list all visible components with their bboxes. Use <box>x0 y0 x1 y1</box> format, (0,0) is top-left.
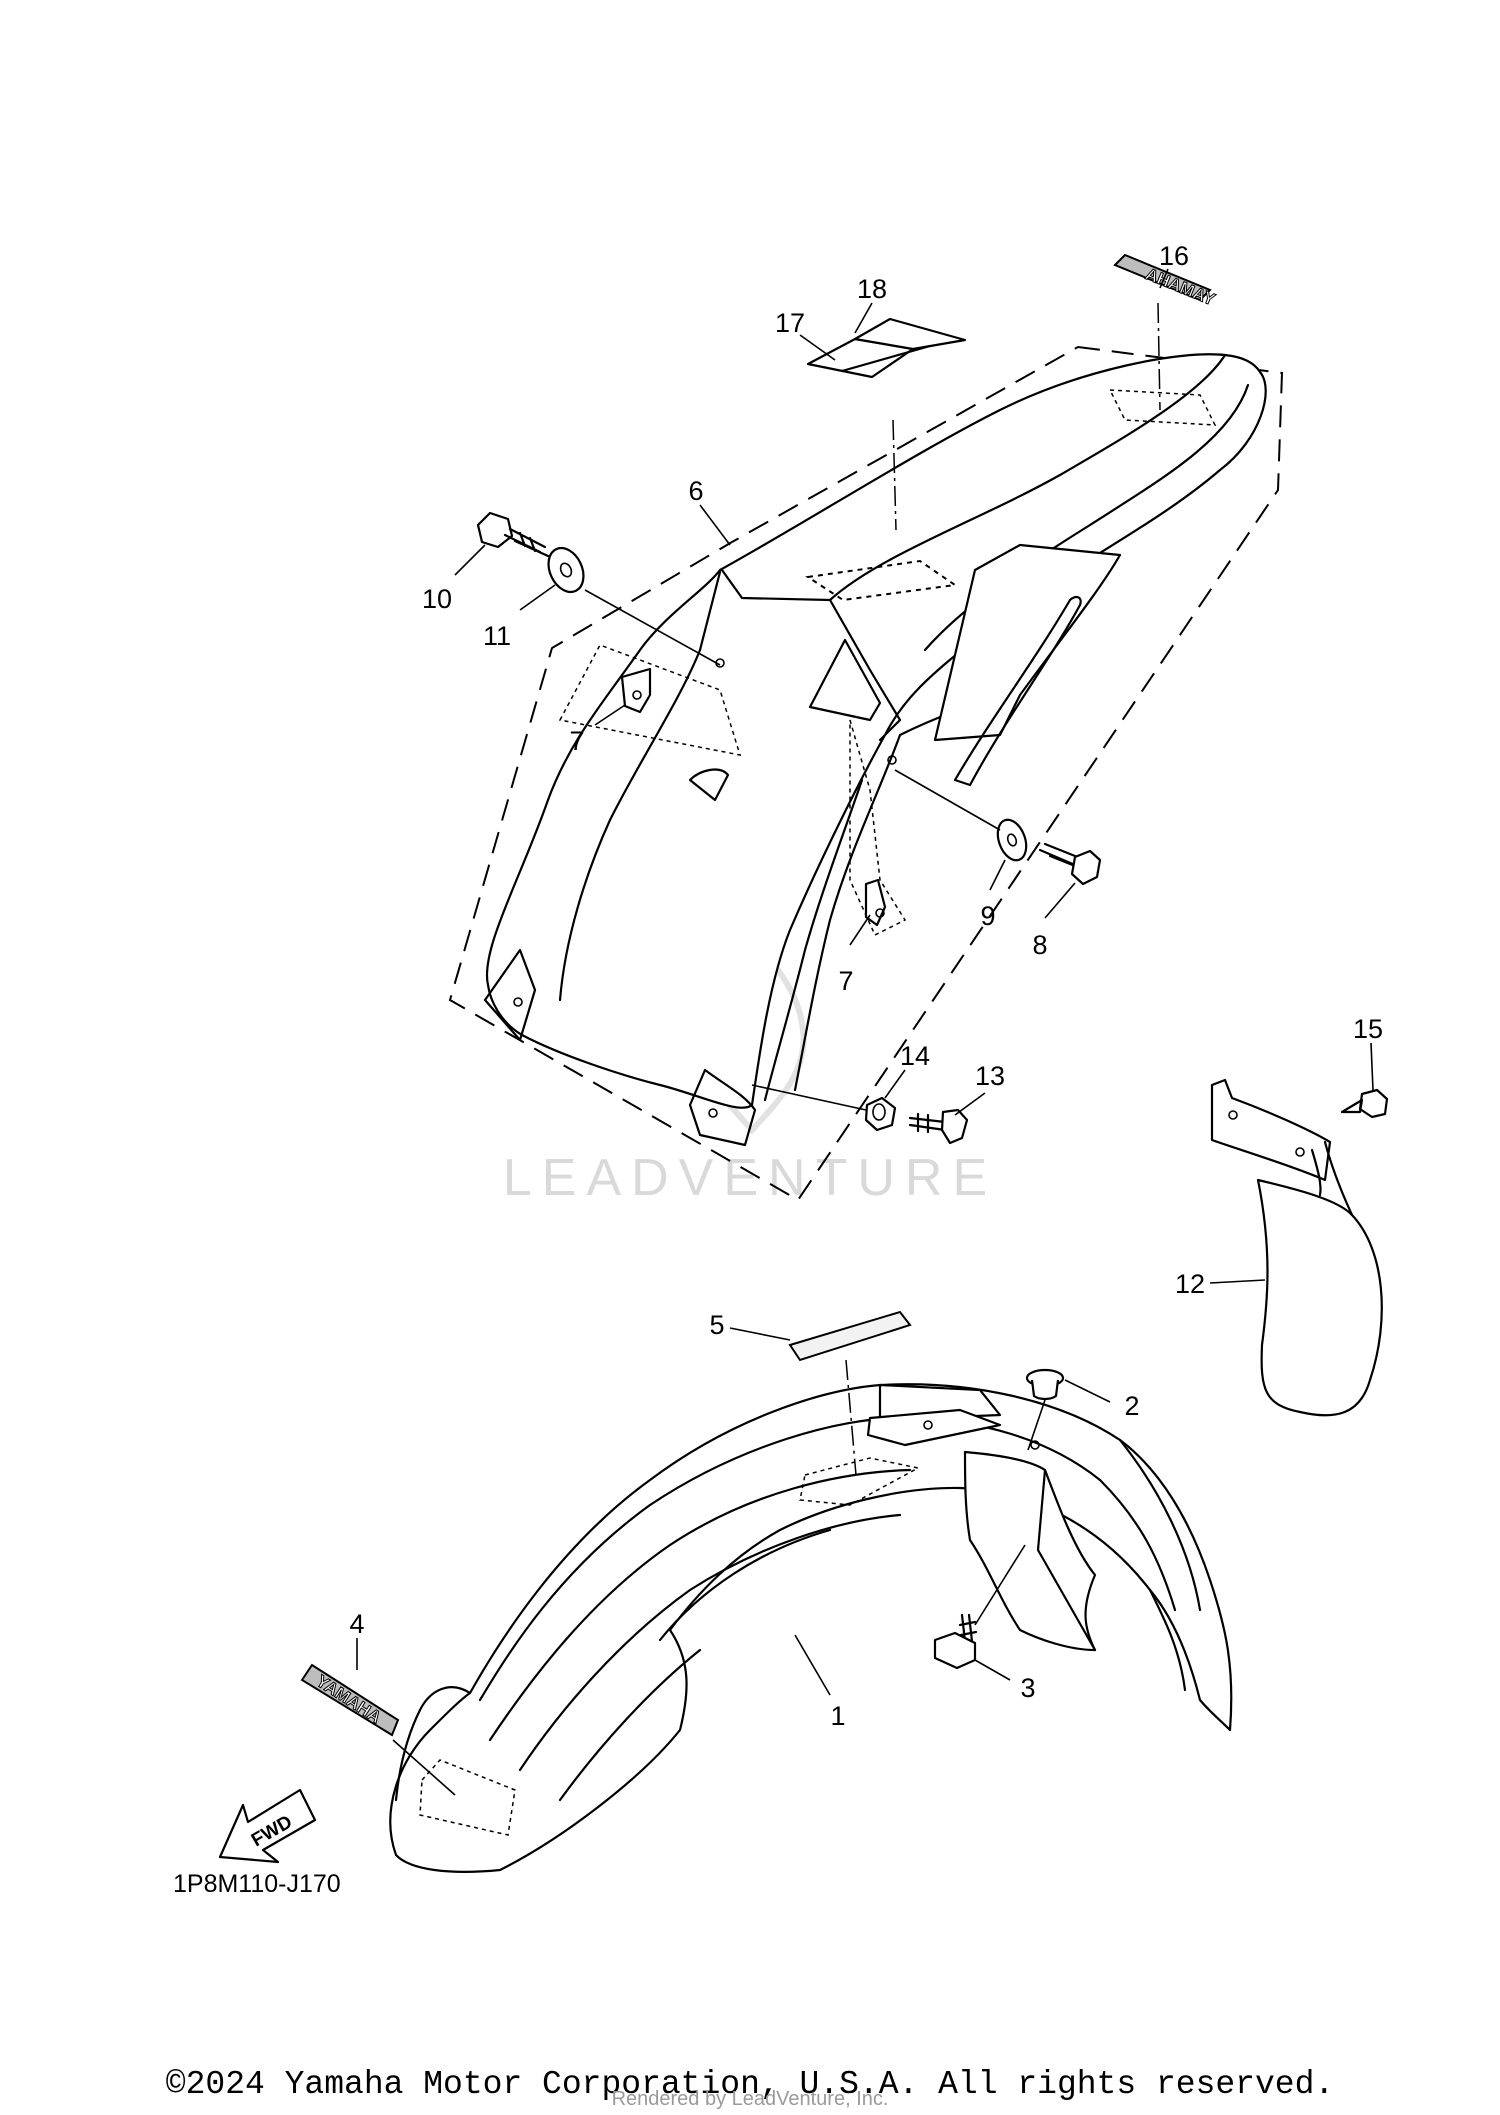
callout-12: 12 <box>1175 1269 1205 1299</box>
front-fender <box>389 1383 1233 1873</box>
seat-decal-outline <box>805 559 958 602</box>
callout-8: 8 <box>1032 930 1047 960</box>
rendered-by-notice: Rendered by LeadVenture, Inc. <box>611 2088 889 2110</box>
front-fender-body <box>389 1383 1233 1873</box>
callout-16: 16 <box>1159 241 1189 271</box>
callout-labels: 16 18 17 6 10 11 7 9 8 7 14 13 1 <box>349 241 1383 1731</box>
callout-15: 15 <box>1353 1014 1383 1044</box>
callout-13: 13 <box>975 1061 1005 1091</box>
decal-5 <box>788 1310 912 1362</box>
mud-flap-12 <box>1210 1078 1383 1417</box>
clip-nut-7-upper <box>620 667 652 714</box>
collar-14 <box>864 1096 897 1132</box>
watermark-text: LEADVENTURE <box>503 1149 997 1207</box>
front-fender-decal-outline <box>799 1457 921 1506</box>
rear-fender-assembly <box>448 345 1284 1202</box>
washer-9 <box>996 818 1028 862</box>
svg-text:YAMAHA: YAMAHA <box>1143 264 1218 309</box>
bolt-8 <box>1038 842 1102 886</box>
callout-17: 17 <box>775 308 805 338</box>
bolt-13 <box>908 1108 969 1145</box>
rear-fender <box>485 353 1267 1109</box>
callout-7-lower: 7 <box>838 966 853 996</box>
decal-4: YAMAHA <box>300 1663 400 1737</box>
bolt-10 <box>476 511 550 558</box>
washer-11 <box>547 546 585 594</box>
svg-text:YAMAHA: YAMAHA <box>313 1671 385 1727</box>
callout-1: 1 <box>830 1701 845 1731</box>
bolt-3 <box>933 1613 978 1670</box>
diagram-part-code: 1P8M110-J170 <box>173 1870 341 1898</box>
rear-fender-assembly-outline <box>448 345 1284 1202</box>
callout-14: 14 <box>900 1041 930 1071</box>
callout-11: 11 <box>483 621 511 651</box>
callout-5: 5 <box>709 1310 724 1340</box>
callout-6: 6 <box>688 476 703 506</box>
clip-nut-7-lower <box>864 878 887 927</box>
callout-2: 2 <box>1124 1391 1139 1421</box>
watermark: LEADVENTURE <box>503 923 997 1207</box>
copyright-notice: ©2024 Yamaha Motor Corporation, U.S.A. A… <box>165 2066 1335 2103</box>
callout-7-upper: 7 <box>569 726 584 756</box>
decal-17-18 <box>806 317 967 379</box>
callout-18: 18 <box>857 274 887 304</box>
callout-3: 3 <box>1020 1673 1035 1703</box>
callout-10: 10 <box>422 584 452 614</box>
callout-4: 4 <box>349 1609 364 1639</box>
grommet-2 <box>1025 1368 1065 1401</box>
callout-9: 9 <box>980 901 995 931</box>
screw-15 <box>1340 1088 1389 1119</box>
fwd-arrow-icon: FWD <box>218 1788 317 1864</box>
